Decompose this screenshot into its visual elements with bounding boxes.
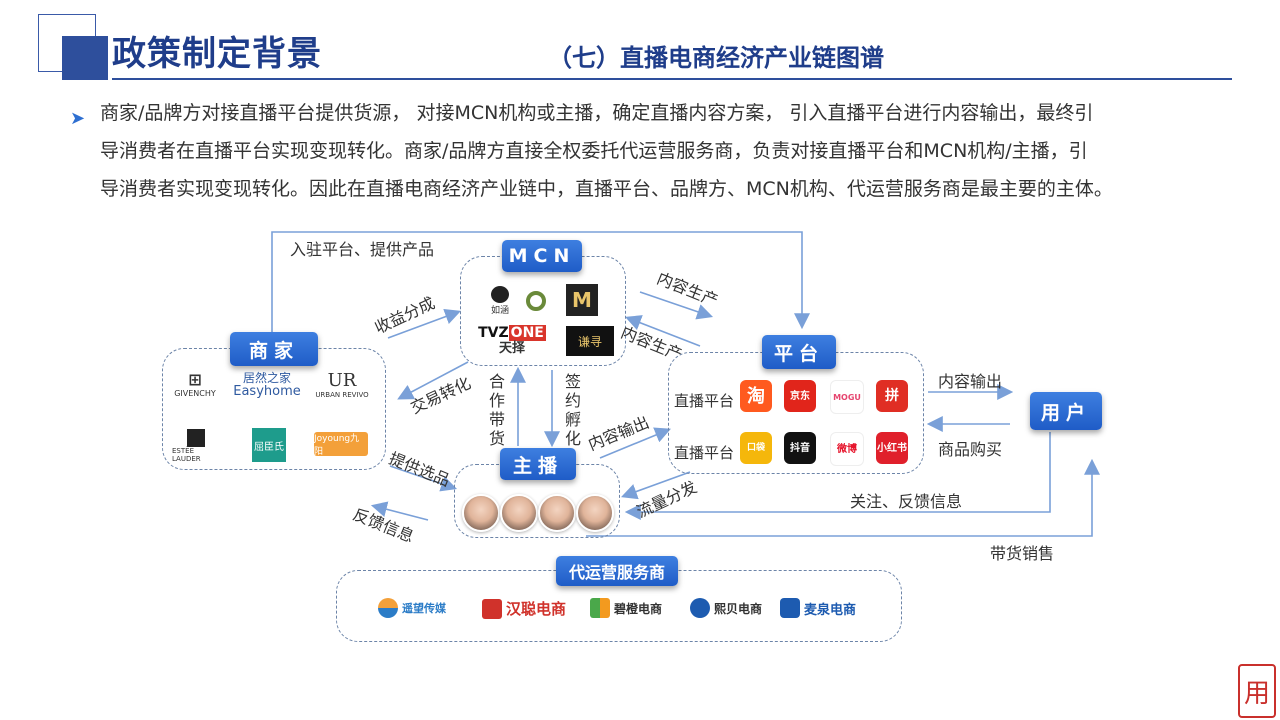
page-subtitle: （七）直播电商经济产业链图谱: [548, 44, 884, 72]
jd-app-icon: 京东: [784, 380, 816, 412]
arrow-select-products: [389, 465, 458, 492]
label-live-sales: 带货销售: [990, 544, 1055, 563]
anchor-avatar: [576, 494, 614, 532]
weibo-app-icon: 微博: [830, 432, 864, 466]
maiquan-mark-icon: [780, 598, 800, 618]
node-anchor: 主播: [500, 448, 576, 480]
node-user: 用户: [1030, 392, 1102, 430]
bicheng-mark-icon: [590, 598, 610, 618]
pinduoduo-app-icon: 拼: [876, 380, 908, 412]
arrow-content-production-2: [625, 315, 701, 347]
anchor-avatar: [538, 494, 576, 532]
mogu-app-icon: MOGU: [830, 380, 864, 414]
label-settle-supply: 入驻平台、提供产品: [290, 240, 435, 259]
arrow-content-production-1: [639, 291, 714, 320]
merchant-logo-estee-lauder: ESTĒE LAUDER: [172, 428, 220, 464]
node-service: 代运营服务商: [556, 556, 678, 586]
label-content-output-user: 内容输出: [938, 372, 1003, 391]
page-title: 政策制定背景: [112, 34, 322, 74]
arrow-transaction: [397, 361, 469, 400]
arrow-follow-feedback: [624, 432, 1051, 520]
intro-line: 导消费者实现变现转化。因此在直播电商经济产业链中，直播平台、品牌方、MCN机构、…: [100, 178, 1113, 200]
xibei-mark-icon: [690, 598, 710, 618]
taobao-app-icon: 淘: [740, 380, 772, 412]
merchant-logo-joyoung: Joyoung九阳: [314, 432, 368, 457]
label-sign-incubate: 签约孵化: [564, 372, 581, 448]
service-logo-xibei: 熙贝电商: [690, 598, 762, 618]
service-logo-maiquan: 麦泉电商: [780, 598, 856, 618]
arrow-feedback: [370, 501, 429, 521]
label-cooperate-sell: 合作带货: [488, 372, 505, 448]
label-product-purchase: 商品购买: [938, 440, 1003, 459]
mcn-logo-qianxun: 谦寻: [566, 326, 614, 356]
header-deco-block: [62, 36, 108, 80]
node-mcn: MCN: [502, 240, 582, 272]
corner-seal-stamp: 用: [1238, 664, 1276, 718]
platform-row2-label: 直播平台: [674, 444, 735, 462]
arrow-revenue-share: [387, 308, 461, 339]
node-merchant: 商家: [230, 332, 318, 366]
anchor-avatar: [500, 494, 538, 532]
merchant-logo-givenchy: ⊞GIVENCHY: [174, 370, 216, 398]
mcn-logo-circle: [522, 286, 550, 316]
intro-line: 导消费者在直播平台实现变现转化。商家/品牌方直接全权委托代运营服务商，负责对接直…: [100, 140, 1088, 162]
mcn-logo-ruhan: 如涵: [486, 286, 514, 316]
arrow-traffic-distribution: [620, 471, 691, 500]
label-follow-feedback: 关注、反馈信息: [850, 492, 963, 511]
hancong-mark-icon: [482, 598, 502, 619]
service-logo-hancong: 汉聪电商: [482, 598, 566, 619]
douyin-app-icon: 抖音: [784, 432, 816, 464]
intro-paragraph: 商家/品牌方对接直播平台提供货源， 对接MCN机构或主播，确定直播内容方案， 引…: [100, 94, 1260, 208]
merchant-logo-watsons: 屈臣氏: [252, 428, 286, 462]
mcn-logo-m: M: [566, 284, 598, 316]
node-platform: 平台: [762, 335, 836, 369]
service-logo-yaowang: 遥望传媒: [378, 598, 446, 618]
bullet-arrow-icon: ➤: [70, 108, 86, 129]
xiaohongshu-app-icon: 小红书: [876, 432, 908, 464]
yaowang-mark-icon: [378, 598, 398, 618]
koudai-app-icon: 口袋: [740, 432, 772, 464]
arrow-content-output-anchor: [599, 427, 671, 459]
arrow-live-sales: [586, 458, 1100, 537]
anchor-avatar: [462, 494, 500, 532]
arrow-settle-supply: [271, 231, 810, 332]
intro-line: 商家/品牌方对接直播平台提供货源， 对接MCN机构或主播，确定直播内容方案， 引…: [100, 102, 1094, 124]
title-divider: [112, 78, 1232, 80]
service-logo-bicheng: 碧橙电商: [590, 598, 662, 618]
platform-row1-label: 直播平台: [674, 392, 735, 410]
